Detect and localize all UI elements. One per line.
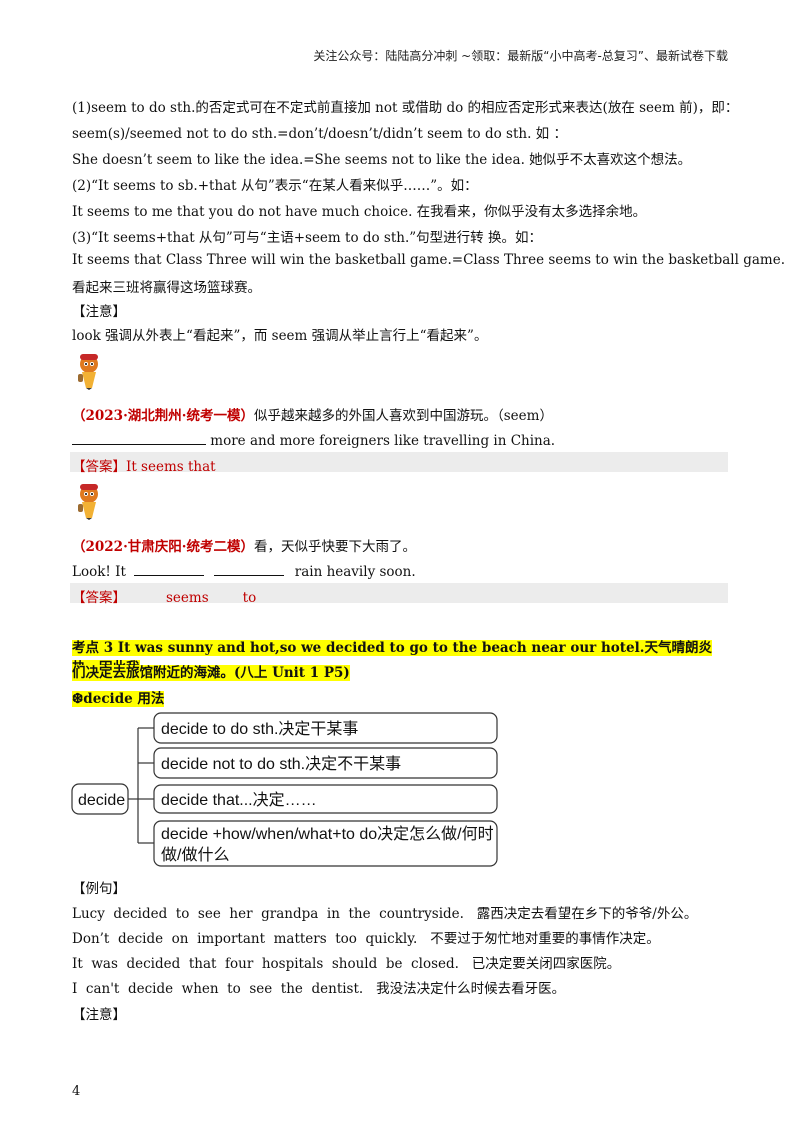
note-text: look 强调从外表上“看起来”，而 seem 强调从举止言行上“看起来”。 [72,328,488,344]
answer-text-1: seems [166,590,209,606]
rule-1-line-1: (1)seem to do sth.的否定式可在不定式前直接加 not 或借助 … [72,100,739,116]
exercise-2-sentence: Look! It rain heavily soon. [72,561,416,580]
rule-3-example: It seems that Class Three will win the b… [72,252,785,268]
answer-text-2: to [242,590,257,606]
diagram-item-4: decide +how/when/what+to do决定怎么做/何时 [161,825,494,843]
answer-label: 【答案】 [72,590,126,606]
rule-2: (2)“It seems to sb.+that 从句”表示“在某人看来似乎……… [72,178,478,194]
diagram-item-box [153,784,498,814]
answer-blank[interactable] [214,561,285,576]
note-heading-2: 【注意】 [72,1007,126,1023]
exercise-2-answer: 【答案】 seems to [72,586,256,606]
exercise-1-prompt: （2023·湖北荆州·统考一模）似乎越来越多的外国人喜欢到中国游玩。（seem） [72,404,553,424]
pencil-mascot-icon [78,354,98,390]
answer-band-1 [70,452,728,472]
exercise-2-sentence-end: rain heavily soon. [294,564,416,580]
diagram-item-3: decide that...决定…… [161,791,317,809]
exercise-2-question: 看，天似乎快要下大雨了。 [253,539,416,555]
kaodian-line-2: 们决定去旅馆附近的海滩。(八上 Unit 1 P5) [72,665,350,681]
decide-usage-diagram: decide decide to do sth.决定干某事 decide not… [71,712,498,867]
exercise-1-sentence-end: more and more foreigners like travelling… [206,433,556,449]
diagram-item-2: decide not to do sth.决定不干某事 [161,755,401,773]
example-sentence-1: Lucy decided to see her grandpa in the c… [72,906,698,922]
answer-blank[interactable] [72,430,206,445]
exercise-2-sentence-start: Look! It [72,564,126,580]
example-sentence-4: I can't decide when to see the dentist. … [72,981,566,997]
answer-blank[interactable] [134,561,205,576]
exercise-2-prompt: （2022·甘肃庆阳·统考二模）看，天似乎快要下大雨了。 [72,535,416,555]
exercise-1-answer: 【答案】It seems that [72,455,216,475]
examples-heading: 【例句】 [72,881,126,897]
rule-3: (3)“It seems+that 从句”可与“主语+seem to do st… [72,230,542,246]
rule-1-line-2: seem(s)/seemed not to do sth.=don’t/does… [72,126,567,142]
diagram-item-box [153,712,498,744]
pencil-mascot-icon [78,484,98,520]
diagram-root: decide [78,792,125,809]
kaodian-heading: 考点 3 It was sunny and hot,so we decided … [72,636,728,676]
page-number: 4 [72,1084,81,1099]
exercise-1-sentence: more and more foreigners like travelling… [72,430,555,449]
rule-1-example: She doesn’t seem to like the idea.=She s… [72,152,692,168]
exercise-2-source: （2022·甘肃庆阳·统考二模） [72,539,254,555]
page-header: 关注公众号：陆陆高分冲刺 ~领取：最新版“小中高考-总复习”、最新试卷下载 [313,49,728,63]
kaodian-heading-2: 们决定去旅馆附近的海滩。(八上 Unit 1 P5) [72,661,350,681]
usage-heading: ❆decide 用法 [72,687,165,707]
diagram-item-4-cont: 做/做什么 [161,846,229,864]
exercise-1-question: 似乎越来越多的外国人喜欢到中国游玩。（seem） [253,408,553,424]
example-sentence-3: It was decided that four hospitals shoul… [72,956,621,972]
rule-2-example: It seems to me that you do not have much… [72,204,647,220]
exercise-1-source: （2023·湖北荆州·统考一模） [72,408,254,424]
diagram-item-box [153,747,498,779]
answer-text: It seems that [126,459,216,475]
example-sentence-2: Don’t decide on important matters too qu… [72,931,660,947]
note-heading: 【注意】 [72,304,126,320]
usage-label: ❆decide 用法 [72,691,165,707]
answer-band-2 [70,583,728,603]
diagram-item-box [153,820,498,867]
diagram-item-1: decide to do sth.决定干某事 [161,720,358,738]
rule-3-translation: 看起来三班将赢得这场篮球赛。 [72,280,261,296]
answer-label: 【答案】 [72,459,126,475]
